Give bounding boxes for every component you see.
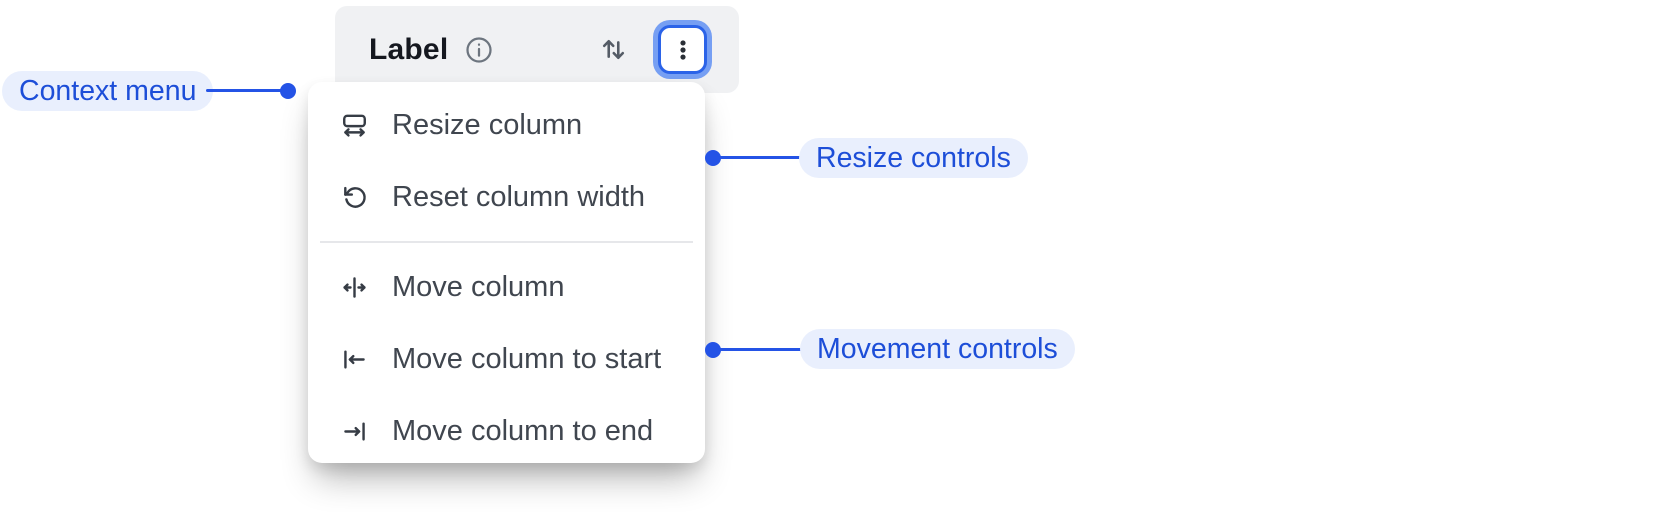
move-column-icon <box>340 273 369 302</box>
annotation-resize-controls-connector-line <box>719 156 801 159</box>
menu-item-move-column[interactable]: Move column <box>308 251 705 323</box>
annotation-text: Movement controls <box>817 332 1058 365</box>
menu-item-move-column-to-end[interactable]: Move column to end <box>308 395 705 467</box>
annotation-resize-controls-label: Resize controls <box>799 138 1028 178</box>
menu-divider <box>320 241 693 243</box>
menu-item-reset-column-width[interactable]: Reset column width <box>308 161 705 233</box>
move-column-to-start-icon <box>340 345 369 374</box>
annotation-context-menu-connector-dot <box>280 83 296 99</box>
move-column-to-end-icon <box>340 417 369 446</box>
annotation-context-menu-connector-line <box>206 89 282 92</box>
info-icon[interactable] <box>464 35 494 65</box>
menu-item-label: Move column to end <box>392 414 654 447</box>
annotation-resize-controls-connector-dot <box>705 150 721 166</box>
menu-item-move-column-to-start[interactable]: Move column to start <box>308 323 705 395</box>
menu-item-label: Move column to start <box>392 342 662 375</box>
sort-arrows-icon[interactable] <box>598 34 629 65</box>
reset-column-width-icon <box>340 183 369 212</box>
annotation-movement-controls-label: Movement controls <box>800 329 1075 369</box>
annotation-context-menu-label: Context menu <box>2 71 214 111</box>
menu-item-resize-column[interactable]: Resize column <box>308 89 705 161</box>
column-menu-button[interactable] <box>658 25 707 74</box>
annotation-movement-controls-connector-dot <box>705 342 721 358</box>
kebab-menu-icon <box>670 37 696 63</box>
column-header-title: Label <box>369 32 449 66</box>
menu-item-label: Resize column <box>392 108 583 141</box>
menu-item-label: Move column <box>392 270 565 303</box>
annotation-movement-controls-connector-line <box>719 348 802 351</box>
annotation-text: Resize controls <box>816 141 1011 174</box>
resize-column-icon <box>340 111 369 140</box>
column-header: Label <box>335 6 739 93</box>
column-context-menu: Resize column Reset column width <box>308 82 705 463</box>
annotation-text: Context menu <box>19 74 197 107</box>
menu-item-label: Reset column width <box>392 180 646 213</box>
